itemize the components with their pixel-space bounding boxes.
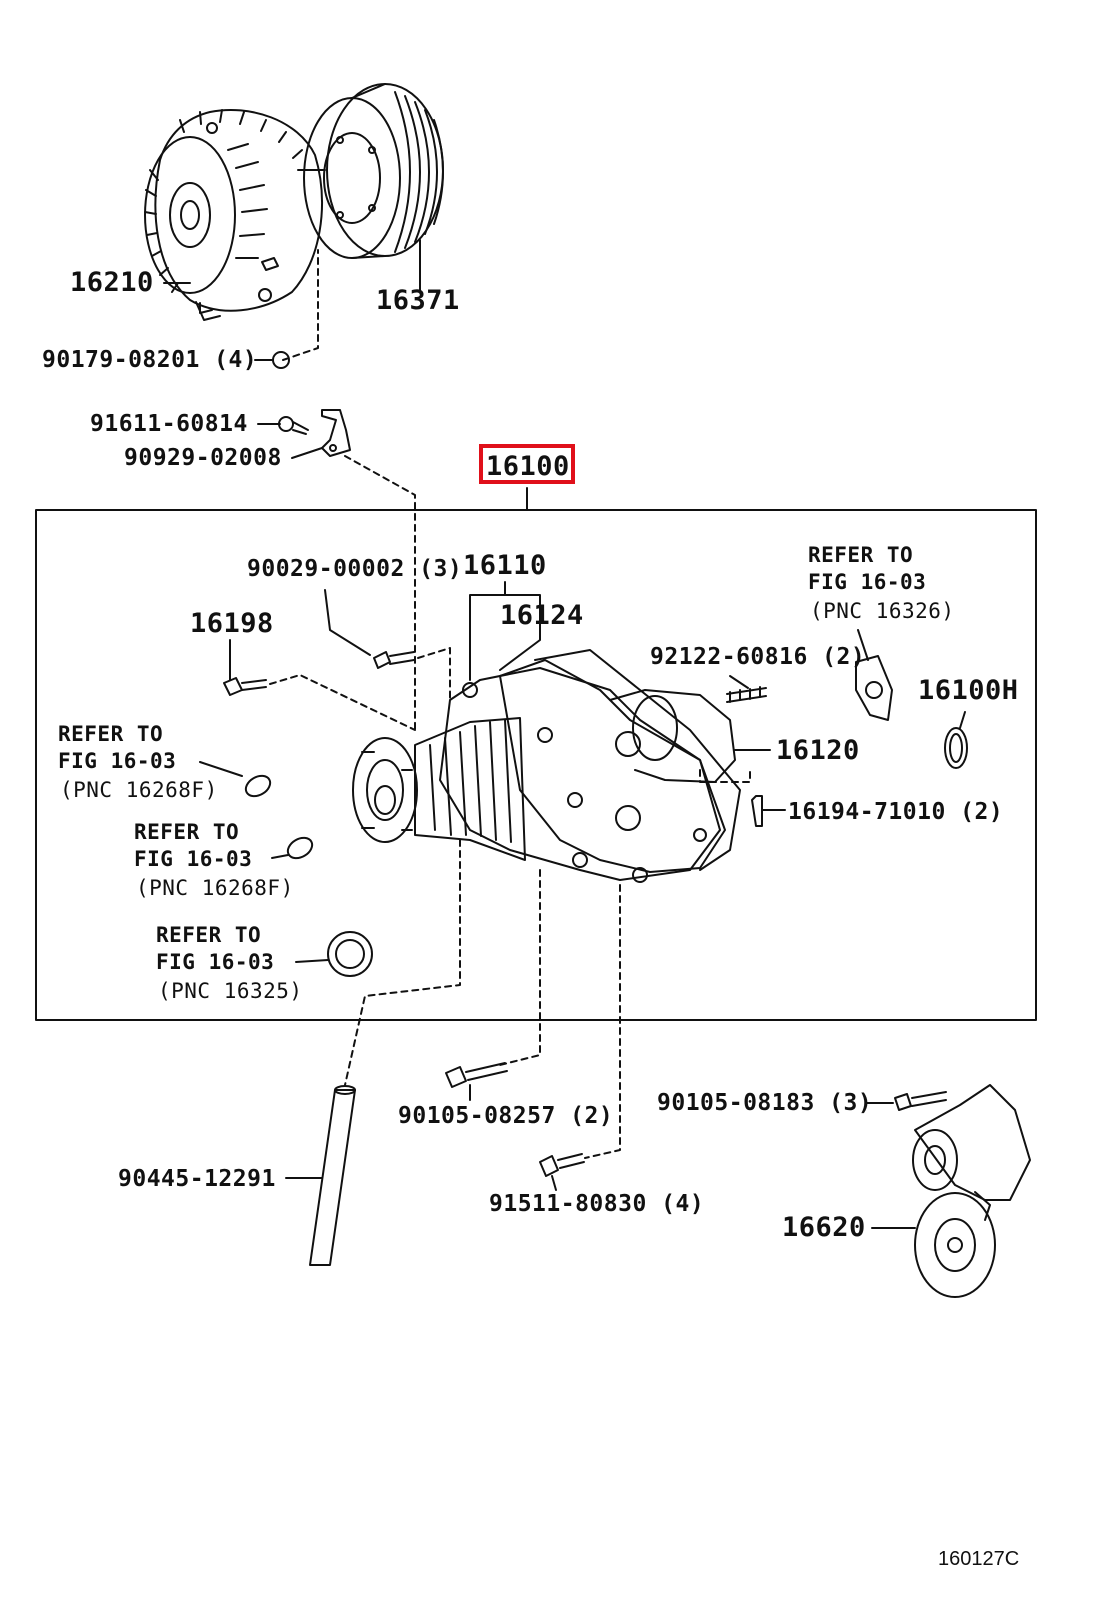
plug-16198-drawing (223, 677, 267, 696)
callout-16210[interactable]: 16210 (70, 267, 154, 298)
water-pump-drawing (352, 649, 741, 883)
callout-92122-60816[interactable]: 92122-60816 (2) (650, 644, 866, 670)
callout-90029-00002[interactable]: 90029-00002 (3) (247, 556, 463, 582)
highlighted-part-box (479, 444, 575, 484)
callout-16371[interactable]: 16371 (376, 285, 460, 316)
bolt-90105-08183-drawing (894, 1091, 947, 1111)
assembly-frame (35, 509, 1037, 1021)
refer-note-line: FIG 16-03 (134, 847, 253, 871)
callout-16620[interactable]: 16620 (782, 1212, 866, 1243)
refer-note-line: REFER TO (58, 722, 164, 746)
callout-90105-08183[interactable]: 90105-08183 (3) (657, 1090, 873, 1116)
callout-16100h[interactable]: 16100H (918, 675, 1019, 706)
stud-90029-drawing (373, 651, 415, 669)
gasket-16326-drawing (855, 655, 893, 721)
callout-90179-08201[interactable]: 90179-08201 (4) (42, 347, 258, 373)
pulley-drawing (297, 83, 444, 259)
stud-92122-drawing (726, 686, 767, 703)
refer-note-line: REFER TO (156, 923, 262, 947)
callout-90105-08257[interactable]: 90105-08257 (2) (398, 1103, 614, 1129)
callout-16110[interactable]: 16110 (463, 550, 547, 581)
pipe-90445-drawing (309, 1085, 356, 1266)
refer-note-pnc[interactable]: (PNC 16325) (158, 979, 303, 1003)
refer-note-line: FIG 16-03 (58, 749, 177, 773)
callout-91511-80830[interactable]: 91511-80830 (4) (489, 1191, 705, 1217)
callout-16194-71010[interactable]: 16194-71010 (2) (788, 799, 1004, 825)
callout-16100-assembly[interactable]: 16100 (486, 451, 570, 482)
refer-note-line: FIG 16-03 (808, 570, 927, 594)
bracket-drawing (321, 409, 351, 457)
refer-note-pnc[interactable]: (PNC 16268F) (60, 778, 218, 802)
callout-16198[interactable]: 16198 (190, 608, 274, 639)
stud-16194-drawing (751, 795, 786, 827)
fan-clutch-drawing (144, 108, 323, 321)
idler-16620-drawing (912, 1084, 1031, 1298)
bolt-91511-drawing (539, 1153, 585, 1177)
figure-code: 160127C (938, 1548, 1020, 1570)
callout-16124[interactable]: 16124 (500, 600, 584, 631)
refer-note-line: FIG 16-03 (156, 950, 275, 974)
bolt-91611-drawing (257, 416, 309, 435)
callout-91611-60814[interactable]: 91611-60814 (90, 411, 248, 437)
refer-note-pnc[interactable]: (PNC 16326) (810, 599, 955, 623)
refer-note-pnc[interactable]: (PNC 16268F) (136, 876, 294, 900)
bolt-90105-08257-drawing (445, 1062, 508, 1088)
callout-90445-12291[interactable]: 90445-12291 (118, 1166, 276, 1192)
refer-note-line: REFER TO (134, 820, 240, 844)
oring-16100h-drawing (944, 727, 968, 769)
callout-90929-02008[interactable]: 90929-02008 (124, 445, 282, 471)
gasket-16268f-a-drawing (244, 774, 272, 798)
gasket-16268f-b-drawing (286, 836, 314, 860)
callout-16120[interactable]: 16120 (776, 735, 860, 766)
refer-note-line: REFER TO (808, 543, 914, 567)
seal-16325-drawing (327, 931, 373, 977)
